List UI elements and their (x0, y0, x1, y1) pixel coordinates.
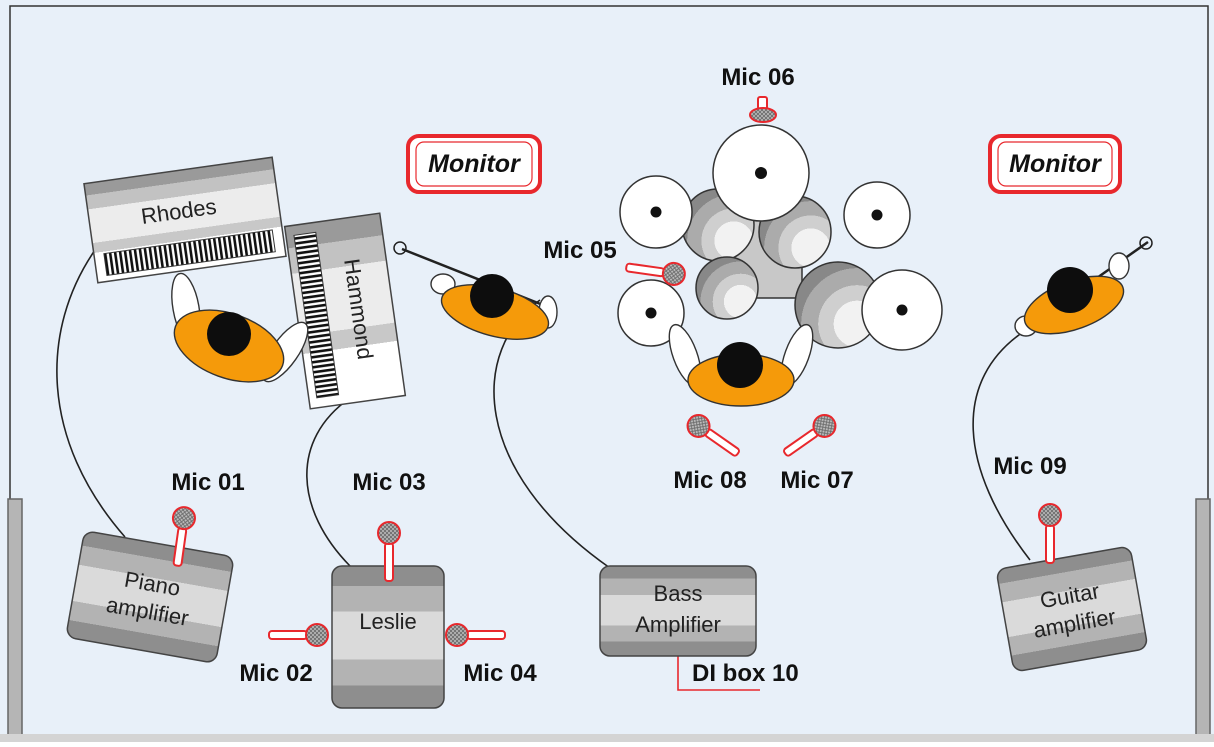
guitarist-head (1047, 267, 1093, 313)
leslie-label: Leslie (359, 609, 416, 634)
mic-01-label: Mic 01 (171, 469, 244, 496)
mic-05-label: Mic 05 (543, 237, 616, 264)
mic-07-label: Mic 07 (780, 467, 853, 494)
bass-player (393, 241, 558, 340)
cable-hammond (306, 397, 351, 567)
keyboard-player (171, 272, 309, 383)
piano-amplifier: Piano amplifier (66, 531, 234, 663)
mic-03-label: Mic 03 (352, 469, 425, 496)
monitor-left: Monitor (406, 134, 542, 194)
bass-player-head (470, 274, 514, 318)
monitor-left-label: Monitor (428, 150, 521, 178)
bass-amplifier-label-1: Bass (654, 581, 703, 606)
mic-02-label: Mic 02 (239, 660, 312, 687)
cable-rhodes (56, 249, 126, 538)
bass-amplifier: Bass Amplifier (599, 565, 757, 657)
mic-06-icon (749, 96, 777, 123)
guitarist-hand-left (1108, 252, 1130, 280)
bass-guitar-head (393, 241, 407, 255)
stage-wall-left (7, 498, 23, 736)
stage-edge (0, 734, 1214, 742)
mic-06-label: Mic 06 (721, 64, 794, 91)
drummer-head (717, 342, 763, 388)
stage-wall-right (1195, 498, 1211, 736)
cable-di-box (677, 655, 760, 691)
monitor-right: Monitor (988, 134, 1122, 194)
drummer (668, 323, 814, 407)
mic-08-label: Mic 08 (673, 467, 746, 494)
guitarist (1014, 236, 1153, 337)
drum-kit (617, 124, 943, 351)
mic-04-label: Mic 04 (463, 660, 537, 687)
cable-guitar (972, 329, 1031, 561)
rhodes-keyboard: Rhodes (83, 156, 287, 284)
mic-09-label: Mic 09 (993, 453, 1066, 480)
keyboard-player-head (207, 312, 251, 356)
leslie-speaker: Leslie (331, 565, 445, 709)
guitar-head (1139, 236, 1153, 250)
bass-amplifier-label-2: Amplifier (635, 612, 721, 637)
monitor-right-label: Monitor (1009, 150, 1102, 178)
hammond-organ: Hammond (283, 212, 407, 410)
guitar-amplifier: Guitar amplifier (996, 546, 1148, 672)
tom-3 (695, 256, 759, 320)
di-box-label: DI box 10 (692, 660, 799, 687)
